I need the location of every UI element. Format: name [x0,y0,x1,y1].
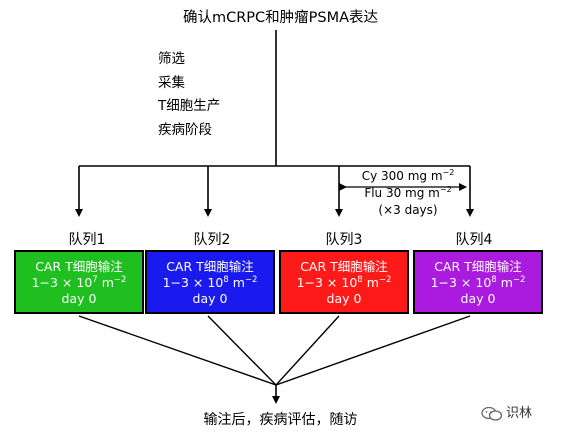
converge-line-3 [275,315,340,386]
cohort-3-day: day 0 [326,291,362,306]
step-tcell-production: T细胞生产 [158,98,221,114]
chemo-duration: (×3 days) [378,203,438,217]
step-screening: 筛选 [158,51,185,67]
page-title: 确认mCRPC和肿瘤PSMA表达 [182,10,379,26]
process-steps: 筛选 采集 T细胞生产 疾病阶段 [158,48,220,142]
chemo-cy-line: Cy 300 mg m−2 [361,168,455,184]
cohort-3-infusion: CAR T细胞输注 [300,259,388,274]
step-disease-stage: 疾病阶段 [158,121,212,138]
outcome-text: 输注后，疾病评估，随访 [203,412,358,428]
watermark: 识林 [481,402,532,421]
cohort-1-infusion: CAR T细胞输注 [35,259,123,274]
cohort-1-box: CAR T细胞输注 1−3 × 107 m−2 day 0 [14,250,144,314]
wechat-icon [481,406,503,421]
cohort-2-label: 队列2 [193,232,231,248]
converge-line-4 [275,315,471,386]
cohort-4-label: 队列4 [455,232,493,248]
lymphodepletion-regimen: Cy 300 mg m−2 Flu 30 mg m−2 (×3 days) [358,168,458,219]
cohort-3-label: 队列3 [325,232,363,248]
cohort-4-infusion: CAR T细胞输注 [434,259,522,274]
cohort-4-dose: 1−3 × 108 m−2 [430,274,526,290]
watermark-text: 识林 [506,406,533,421]
cohort-4-box: CAR T细胞输注 1−3 × 108 m−2 day 0 [413,250,543,314]
cohort-3-box: CAR T细胞输注 1−3 × 108 m−2 day 0 [279,250,409,314]
chemo-flu-line: Flu 30 mg m−2 [364,185,452,201]
cohort-2-day: day 0 [192,291,228,306]
cohort-3-dose: 1−3 × 108 m−2 [296,274,392,290]
cohort-2-dose: 1−3 × 108 m−2 [162,274,258,290]
cohort-4-day: day 0 [460,291,496,306]
cohort-1-label: 队列1 [68,232,106,248]
converge-line-1 [78,315,277,386]
step-collection: 采集 [158,74,185,91]
cohort-2-box: CAR T细胞输注 1−3 × 108 m−2 day 0 [145,250,275,314]
cohort-1-dose: 1−3 × 107 m−2 [31,274,127,290]
cohort-2-infusion: CAR T细胞输注 [166,259,254,274]
converge-line-2 [207,315,277,386]
cohort-1-day: day 0 [61,291,97,306]
